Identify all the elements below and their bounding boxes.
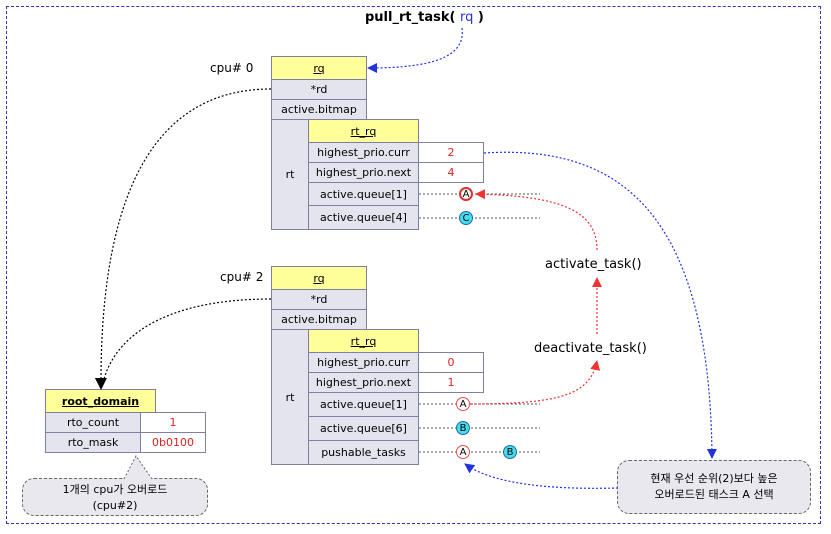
cpu2-val-next: 1: [418, 372, 484, 393]
diagram-title: pull_rt_task( rq ): [365, 10, 484, 25]
cpu2-rq-title: rq: [313, 271, 325, 285]
overload-note-line1: 1개의 cpu가 오버로드: [62, 483, 168, 496]
select-task-note-line1: 현재 우선 순위(2)보다 높은: [650, 472, 778, 485]
cpu2-task-b: B: [456, 421, 470, 435]
cpu0-rq-header: rq: [271, 56, 367, 80]
cpu2-rt-field: rt: [271, 329, 309, 465]
cpu0-row-q1: active.queue[1]: [308, 182, 419, 206]
cpu0-rtrq-title: rt_rq: [350, 124, 377, 138]
diagram-frame: [6, 6, 821, 524]
cpu0-row-q4: active.queue[4]: [308, 205, 419, 230]
rto-mask-value: 0b0100: [140, 432, 206, 453]
select-task-note-line2: 오버로드된 태스크 A 선택: [654, 488, 774, 501]
pushable-task-b: B: [503, 445, 517, 459]
cpu0-rd-to-root-arrow: [94, 88, 272, 390]
deactivate-task-label: deactivate_task(): [534, 341, 647, 356]
cpu0-rtrq-header: rt_rq: [308, 119, 419, 143]
activate-to-cpu0-arrow: [475, 189, 598, 251]
cpu0-val-next: 4: [418, 162, 484, 183]
title-function: pull_rt_task(: [365, 10, 456, 25]
cpu0-task-a: A: [459, 187, 473, 201]
activate-task-label: activate_task(): [545, 257, 642, 272]
task-a-to-deactivate-arrow: [469, 360, 601, 405]
cpu2-bitmap-field: active.bitmap: [271, 309, 367, 330]
overload-note-line2: (cpu#2): [92, 499, 138, 512]
rto-mask-field: rto_mask: [45, 432, 141, 453]
cpu0-rq-title: rq: [313, 61, 325, 75]
overload-note: 1개의 cpu가 오버로드 (cpu#2): [22, 478, 208, 516]
title-to-rq-arrow: [367, 27, 463, 73]
cpu0-bitmap-field: active.bitmap: [271, 99, 367, 120]
cpu2-row-pushable: pushable_tasks: [308, 440, 419, 465]
title-close: ): [477, 10, 484, 25]
title-arg: rq: [459, 10, 474, 25]
select-task-note: 현재 우선 순위(2)보다 높은 오버로드된 태스크 A 선택: [617, 460, 811, 514]
cpu0-row-next: highest_prio.next: [308, 162, 419, 183]
cpu2-task-a: A: [456, 397, 470, 411]
cpu0-task-c: C: [459, 211, 473, 225]
pushable-task-a: A: [456, 445, 470, 459]
note-to-pushable-arrow: [464, 463, 619, 489]
cpu0-label: cpu# 0: [210, 61, 254, 75]
root-domain-title: root_domain: [61, 394, 140, 408]
cpu2-row-q6: active.queue[6]: [308, 416, 419, 441]
cpu2-label: cpu# 2: [220, 270, 264, 284]
cpu2-rd-to-root-arrow: [101, 298, 272, 389]
cpu2-rtrq-title: rt_rq: [350, 334, 377, 348]
cpu0-row-curr: highest_prio.curr: [308, 142, 419, 163]
cpu2-row-q1: active.queue[1]: [308, 392, 419, 417]
